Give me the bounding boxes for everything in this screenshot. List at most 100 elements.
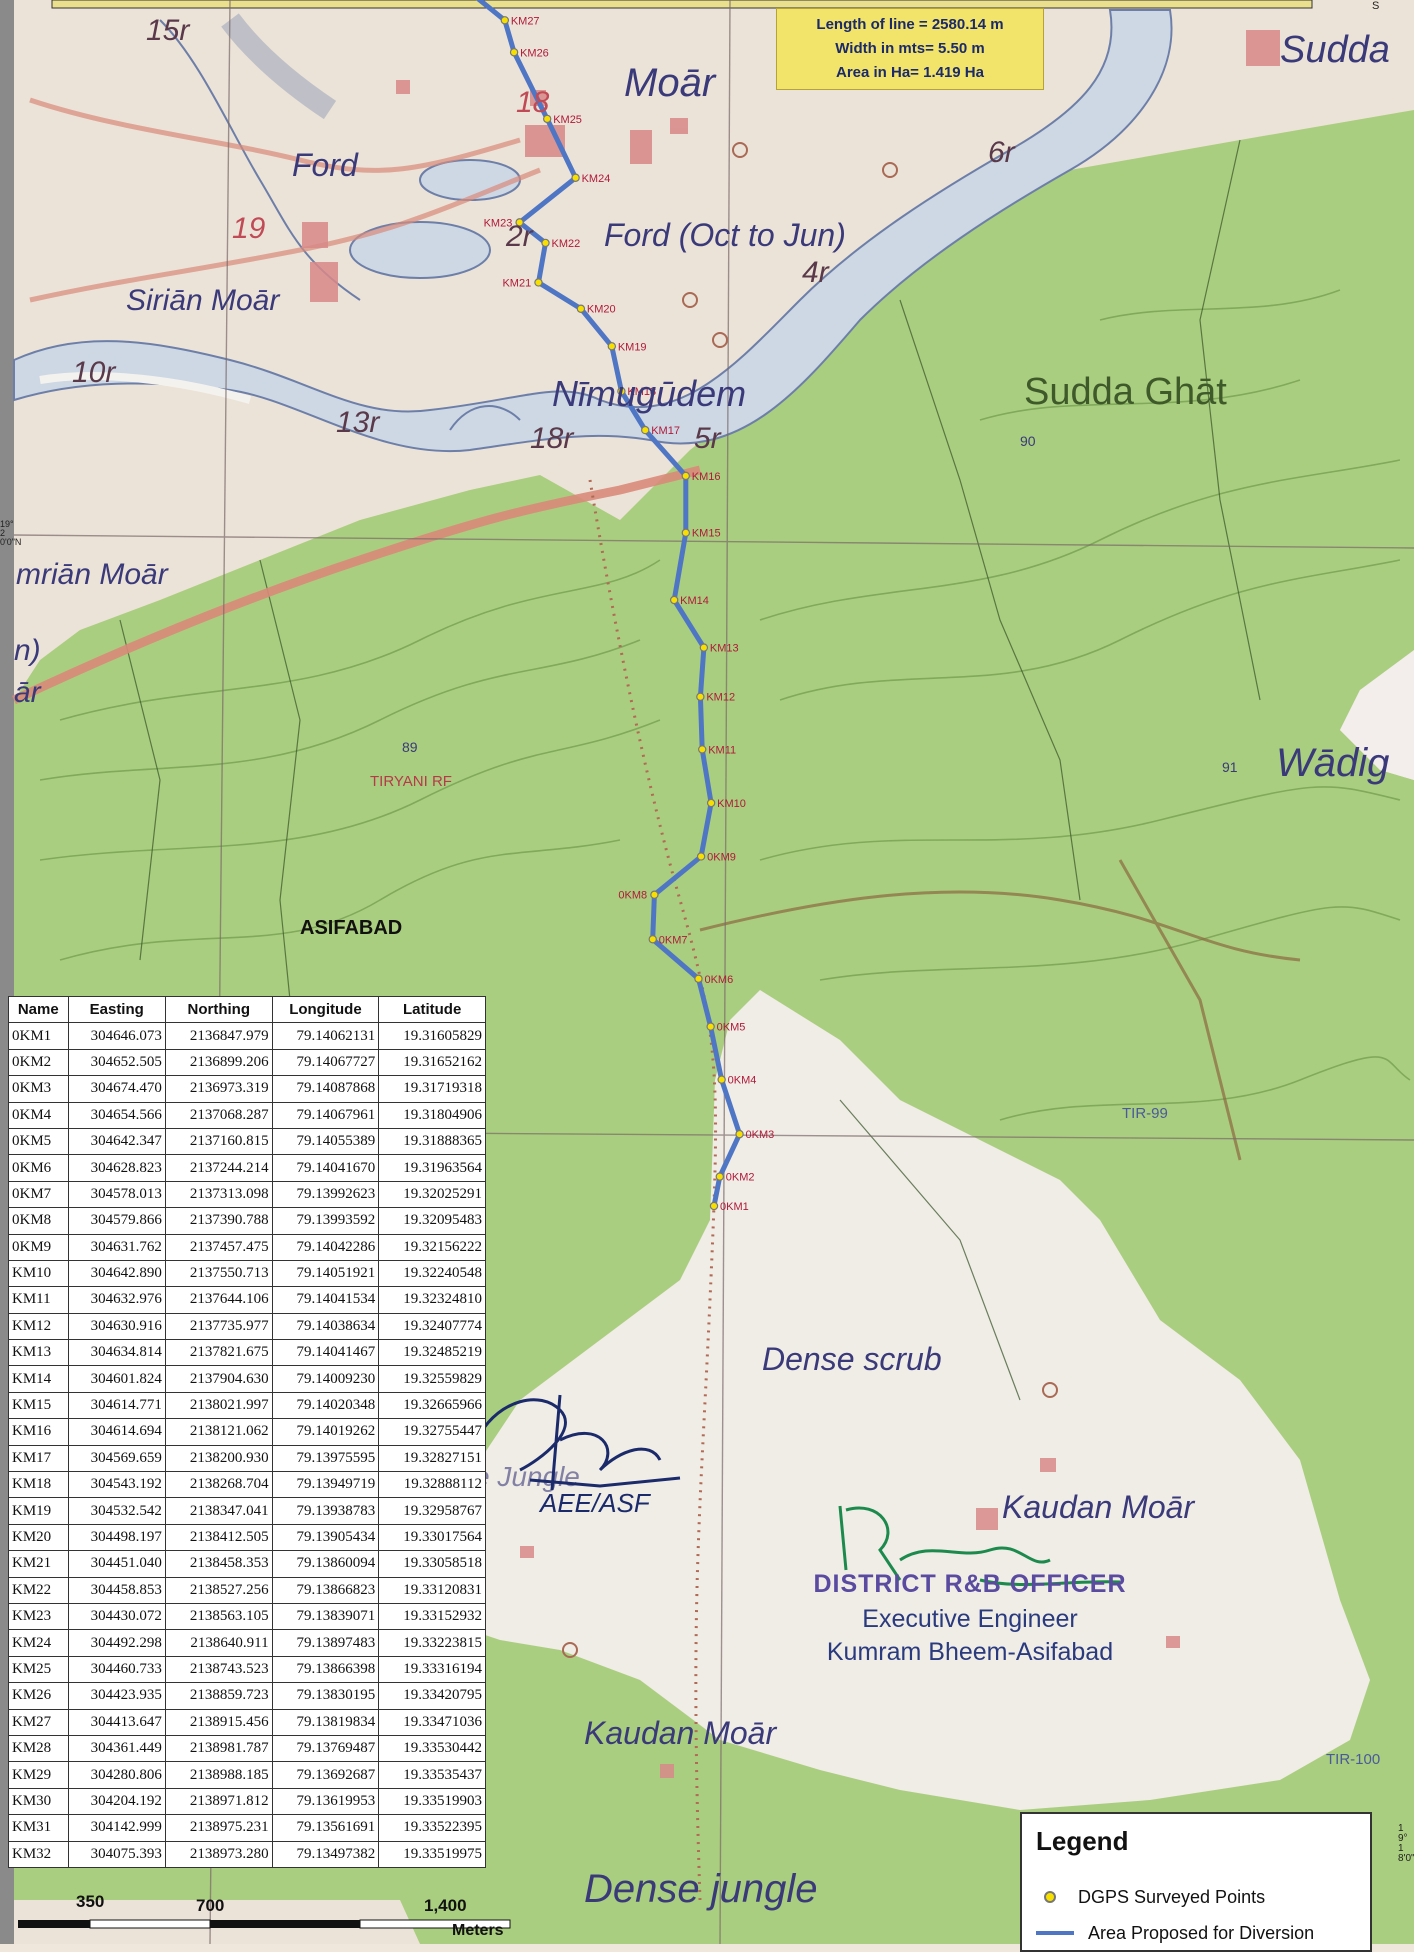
place-kaudan-moar-2: Kaudan Moār [584, 1715, 777, 1751]
num-10r: 10r [72, 356, 116, 389]
signature-green [838, 1505, 1121, 1587]
stamp-designation: Executive Engineer [862, 1605, 1078, 1633]
num-18: 18 [516, 86, 550, 119]
cell-northing: 2137390.788 [164, 1207, 273, 1235]
line-area: Area in Ha= 1.419 Ha [835, 64, 984, 81]
scale-label-700: 700 [196, 1896, 225, 1915]
dgps-point [698, 745, 707, 754]
dgps-point [542, 114, 552, 124]
cell-latitude: 19.33522395 [378, 1814, 486, 1842]
cell-latitude: 19.31719318 [378, 1075, 486, 1103]
legend-row-dgps: DGPS Surveyed Points [1036, 1884, 1265, 1910]
cell-easting: 304492.298 [67, 1629, 166, 1657]
cell-longitude: 79.13897483 [271, 1629, 380, 1657]
label-tiryani-rf: TIRYANI RF [370, 773, 452, 790]
cell-longitude: 79.13830195 [271, 1682, 380, 1710]
cell-latitude: 19.31652162 [378, 1048, 486, 1077]
cell-easting: 304628.823 [67, 1154, 166, 1182]
cell-latitude: 19.33223815 [378, 1629, 486, 1657]
cell-longitude: 79.13992623 [271, 1180, 380, 1209]
cell-longitude: 79.13561691 [271, 1814, 380, 1842]
dgps-point-label: KM10 [717, 798, 746, 810]
cell-easting: 304579.866 [67, 1207, 166, 1235]
alignment-line-icon [1036, 1931, 1074, 1935]
cell-name: KM17 [8, 1444, 69, 1473]
cell-northing: 2137644.106 [164, 1286, 273, 1314]
num-15r: 15r [146, 14, 190, 47]
cell-latitude: 19.33519903 [378, 1787, 486, 1816]
dgps-point-label: 0KM3 [746, 1129, 775, 1141]
dgps-point-label: KM14 [680, 595, 709, 607]
cell-northing: 2138973.280 [164, 1840, 273, 1868]
dgps-point [617, 387, 626, 396]
dgps-point [650, 890, 659, 899]
cell-easting: 304642.890 [67, 1259, 166, 1288]
scrub-clearing [420, 990, 1370, 1810]
cell-longitude: 79.14051921 [271, 1259, 380, 1288]
cell-name: KM18 [8, 1471, 69, 1499]
coordinate-table: Name Easting Northing Longitude Latitude… [8, 995, 486, 1868]
cell-name: KM30 [8, 1787, 69, 1816]
place-ford: Ford [292, 147, 359, 183]
cell-latitude: 19.32156222 [378, 1233, 486, 1261]
dgps-point [706, 798, 716, 808]
cell-longitude: 79.13993592 [271, 1207, 380, 1235]
scale-label-350: 350 [76, 1892, 105, 1911]
signature-mark [478, 1394, 681, 1491]
num-4r: 4r [802, 256, 830, 289]
cell-latitude: 19.32407774 [378, 1312, 486, 1341]
dgps-point-label: 0KM1 [720, 1201, 749, 1213]
cell-name: KM11 [8, 1286, 69, 1314]
cell-northing: 2137313.098 [164, 1180, 273, 1209]
cell-name: KM25 [8, 1655, 69, 1684]
cell-northing: 2138458.353 [164, 1550, 273, 1578]
proposed-alignment-line [475, 0, 743, 1207]
dgps-point-label: KM24 [582, 173, 611, 185]
dgps-point-label: KM22 [552, 238, 581, 250]
dgps-point [576, 304, 586, 313]
compartment-90: 90 [1020, 433, 1036, 449]
cell-name: 0KM6 [8, 1154, 69, 1182]
compartment-91: 91 [1222, 759, 1238, 775]
cell-easting: 304142.999 [67, 1814, 166, 1842]
cell-northing: 2137244.214 [164, 1154, 273, 1182]
cell-easting: 304451.040 [67, 1550, 166, 1578]
scale-bar [18, 1919, 511, 1929]
cell-northing: 2138347.041 [164, 1497, 273, 1525]
scale-label-1400: 1,400 [424, 1896, 467, 1915]
cell-latitude: 19.33420795 [378, 1682, 486, 1710]
dgps-point-label: KM23 [484, 217, 513, 229]
cell-longitude: 79.14041467 [271, 1339, 380, 1367]
place-sudda: Sudda [1280, 29, 1390, 71]
dgps-point [699, 643, 709, 652]
cell-latitude: 19.33530442 [378, 1734, 486, 1763]
cell-northing: 2138563.105 [164, 1602, 273, 1631]
cell-name: 0KM5 [8, 1127, 69, 1156]
cell-easting: 304569.659 [67, 1444, 166, 1473]
cell-northing: 2137904.630 [164, 1365, 273, 1393]
cell-longitude: 79.14067961 [271, 1101, 380, 1129]
cell-easting: 304204.192 [67, 1787, 166, 1816]
right-clearing [1340, 650, 1414, 780]
map-legend: Legend DGPS Surveyed Points Area Propose… [1020, 1812, 1372, 1952]
cell-latitude: 19.31804906 [378, 1101, 486, 1129]
cell-northing: 2138021.997 [164, 1391, 273, 1420]
dgps-point [648, 935, 657, 944]
dgps-point [681, 528, 691, 537]
line-length: Length of line = 2580.14 m [816, 16, 1004, 33]
dgps-point [696, 692, 705, 701]
dgps-point-label: KM18 [627, 386, 656, 398]
cell-easting: 304634.814 [67, 1339, 166, 1367]
cell-name: KM24 [8, 1629, 69, 1657]
cell-northing: 2137160.815 [164, 1127, 273, 1156]
place-kaudan-moar-1: Kaudan Moār [1002, 1489, 1195, 1525]
